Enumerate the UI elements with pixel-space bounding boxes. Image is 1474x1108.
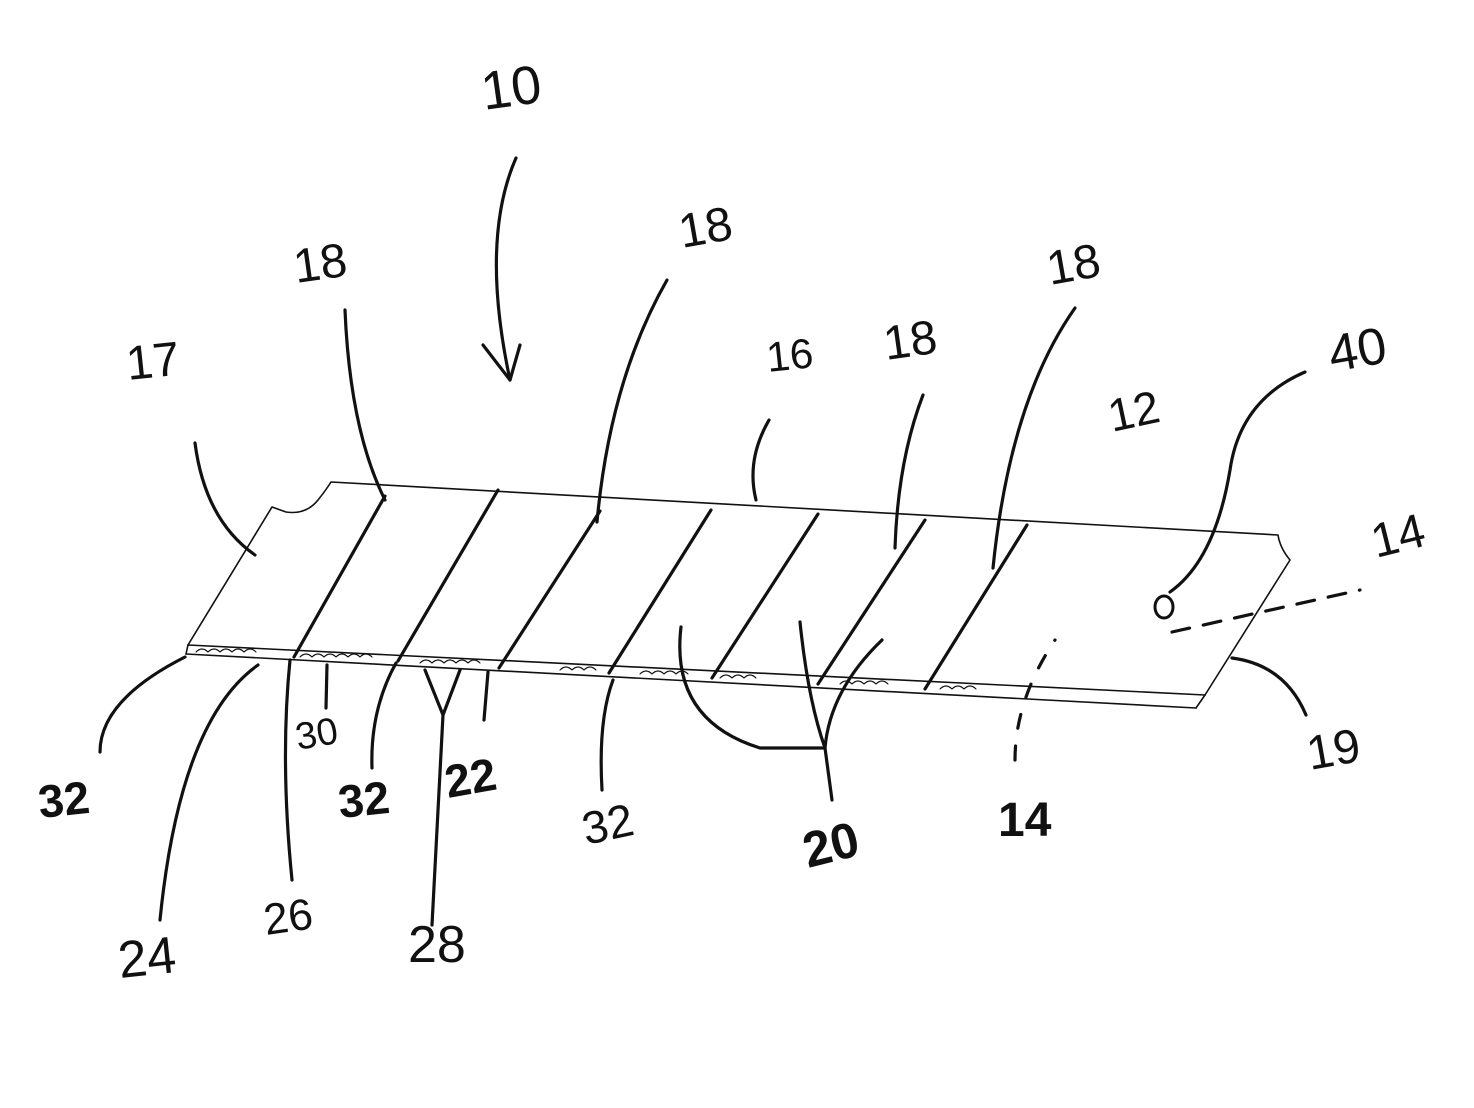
ref-label-14: 14	[998, 794, 1052, 847]
ref-label-30: 30	[292, 710, 341, 759]
cutting-edge-serrations	[196, 649, 976, 689]
leader-20-c	[825, 640, 882, 800]
leader-18-c	[895, 395, 923, 548]
score-line	[712, 514, 818, 678]
leader-16	[753, 420, 769, 500]
ref-label-28: 28	[408, 916, 466, 974]
ref-label-32: 32	[36, 771, 92, 828]
blade-right-edge-side	[1196, 695, 1205, 708]
leader-19	[1232, 658, 1306, 715]
leader-32-a	[100, 657, 185, 752]
leader-lines	[100, 158, 1360, 925]
leader-30	[326, 665, 327, 708]
ref-label-17: 17	[124, 333, 183, 391]
ref-label-14: 14	[1366, 504, 1431, 568]
ref-label-26: 26	[261, 890, 316, 945]
blade-left-edge-side	[186, 645, 188, 654]
leader-17	[195, 443, 255, 555]
score-line	[398, 490, 498, 661]
leader-18-b	[597, 280, 667, 522]
leader-14-dashed	[1172, 590, 1360, 632]
leader-26	[285, 660, 292, 880]
leader-20-b	[800, 622, 825, 748]
ref-label-18: 18	[675, 197, 737, 258]
ref-label-12: 12	[1103, 380, 1164, 442]
leader-18-a	[345, 310, 385, 500]
score-line	[499, 511, 600, 668]
leader-10	[496, 158, 516, 380]
ref-label-32: 32	[577, 793, 638, 855]
blade-body	[186, 482, 1290, 708]
leader-24	[160, 665, 258, 920]
leader-32-c	[601, 680, 613, 790]
ref-label-18: 18	[1043, 234, 1105, 295]
ref-label-19: 19	[1303, 719, 1365, 780]
ref-label-22: 22	[441, 748, 500, 808]
leader-40	[1170, 372, 1305, 592]
ref-label-40: 40	[1324, 317, 1391, 384]
ref-label-24: 24	[115, 926, 179, 990]
ref-label-20: 20	[797, 811, 865, 879]
ref-label-16: 16	[764, 329, 815, 381]
ref-label-18: 18	[290, 234, 350, 294]
leader-32-b	[372, 663, 396, 768]
ref-label-32: 32	[336, 771, 392, 828]
ref-label-18: 18	[880, 311, 940, 371]
score-line	[294, 496, 385, 657]
leader-18-d	[993, 308, 1075, 568]
reference-numerals: 10 17 18 18 16 18 18 40 12 14 19 14 20 3…	[36, 54, 1431, 990]
pivot-hole	[1155, 596, 1173, 618]
arrowhead-10	[483, 345, 520, 380]
score-line	[925, 525, 1027, 689]
score-lines	[294, 490, 1027, 689]
ref-label-10: 10	[477, 54, 545, 122]
score-line	[818, 520, 925, 684]
leader-22	[484, 672, 488, 720]
score-line	[609, 510, 711, 673]
blade-front-edge-top	[188, 645, 1205, 695]
